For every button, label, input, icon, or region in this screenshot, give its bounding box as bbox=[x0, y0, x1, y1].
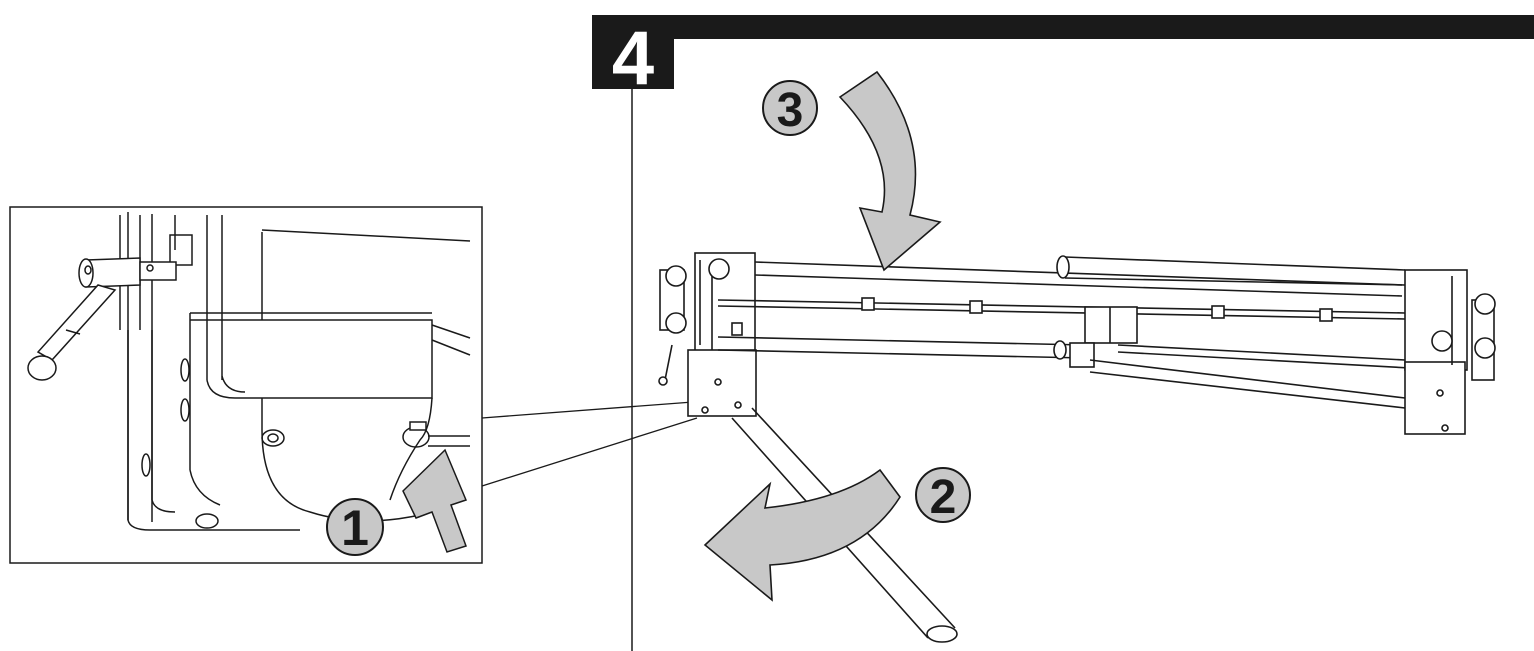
lever-handle bbox=[27, 257, 177, 381]
push-arrow-icon bbox=[402, 448, 468, 553]
left-end-frame bbox=[658, 252, 757, 417]
step-number: 4 bbox=[612, 16, 654, 101]
step-badge bbox=[592, 15, 674, 89]
right-end-frame bbox=[1404, 269, 1496, 435]
detail-inset: 1 bbox=[9, 206, 698, 564]
header-bar bbox=[658, 15, 1534, 39]
callout-1-label: 1 bbox=[341, 500, 369, 556]
callout-3 bbox=[762, 80, 818, 136]
callout-2-label: 2 bbox=[930, 471, 957, 524]
callout-2 bbox=[915, 467, 971, 523]
callout-3-label: 3 bbox=[777, 84, 804, 137]
curved-arrow-icon-2 bbox=[703, 468, 901, 602]
folding-stand bbox=[658, 252, 1496, 643]
leader-line-top bbox=[481, 401, 694, 419]
leader-line-bottom bbox=[481, 417, 698, 487]
curved-arrow-icon-3 bbox=[838, 70, 942, 272]
leg-bracket bbox=[119, 212, 471, 531]
callout-1 bbox=[326, 498, 384, 556]
